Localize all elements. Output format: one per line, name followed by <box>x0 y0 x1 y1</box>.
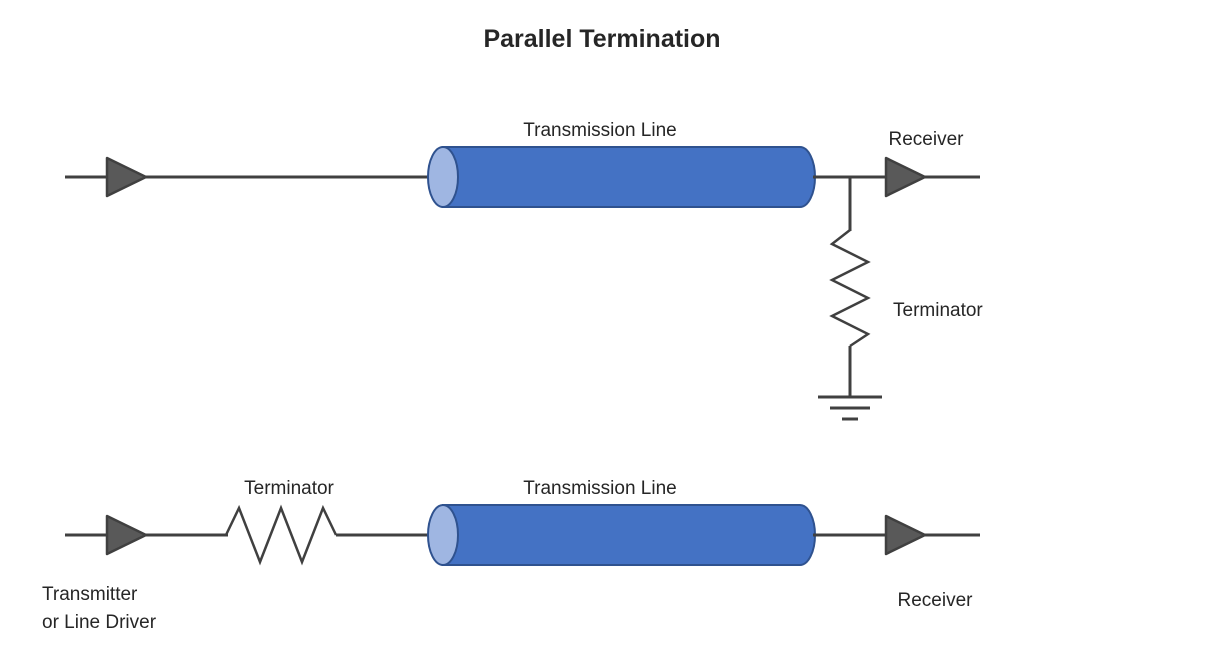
bottom-transmission-line-label: Transmission Line <box>523 478 676 499</box>
bottom-transmitter-triangle-icon <box>105 514 148 556</box>
top-terminator-label: Terminator <box>893 300 983 321</box>
ground-symbol-icon <box>818 395 882 421</box>
transmitter-caption-line2: or Line Driver <box>42 612 157 633</box>
top-transmission-line-label: Transmission Line <box>523 120 676 141</box>
bottom-cylinder-left-face <box>427 504 459 566</box>
bottom-receiver-label: Receiver <box>898 590 974 611</box>
bottom-transmission-line-cylinder <box>442 504 816 566</box>
bottom-circuit: Terminator Transmission Line Transmitter… <box>42 478 980 633</box>
transmitter-caption-line1: Transmitter <box>42 584 138 605</box>
bottom-terminator-resistor-icon <box>224 504 338 566</box>
top-receiver-triangle-icon <box>884 156 927 198</box>
top-circuit: Transmission Line Receiver Terminator <box>65 120 983 421</box>
top-terminator-resistor-icon <box>829 229 871 348</box>
bottom-terminator-label: Terminator <box>244 478 334 499</box>
top-transmission-line-cylinder <box>442 146 816 208</box>
top-receiver-label: Receiver <box>889 129 965 150</box>
diagram-title: Parallel Termination <box>483 25 720 53</box>
top-driver-triangle-icon <box>105 156 148 198</box>
bottom-receiver-triangle-icon <box>884 514 927 556</box>
top-cylinder-left-face <box>427 146 459 208</box>
